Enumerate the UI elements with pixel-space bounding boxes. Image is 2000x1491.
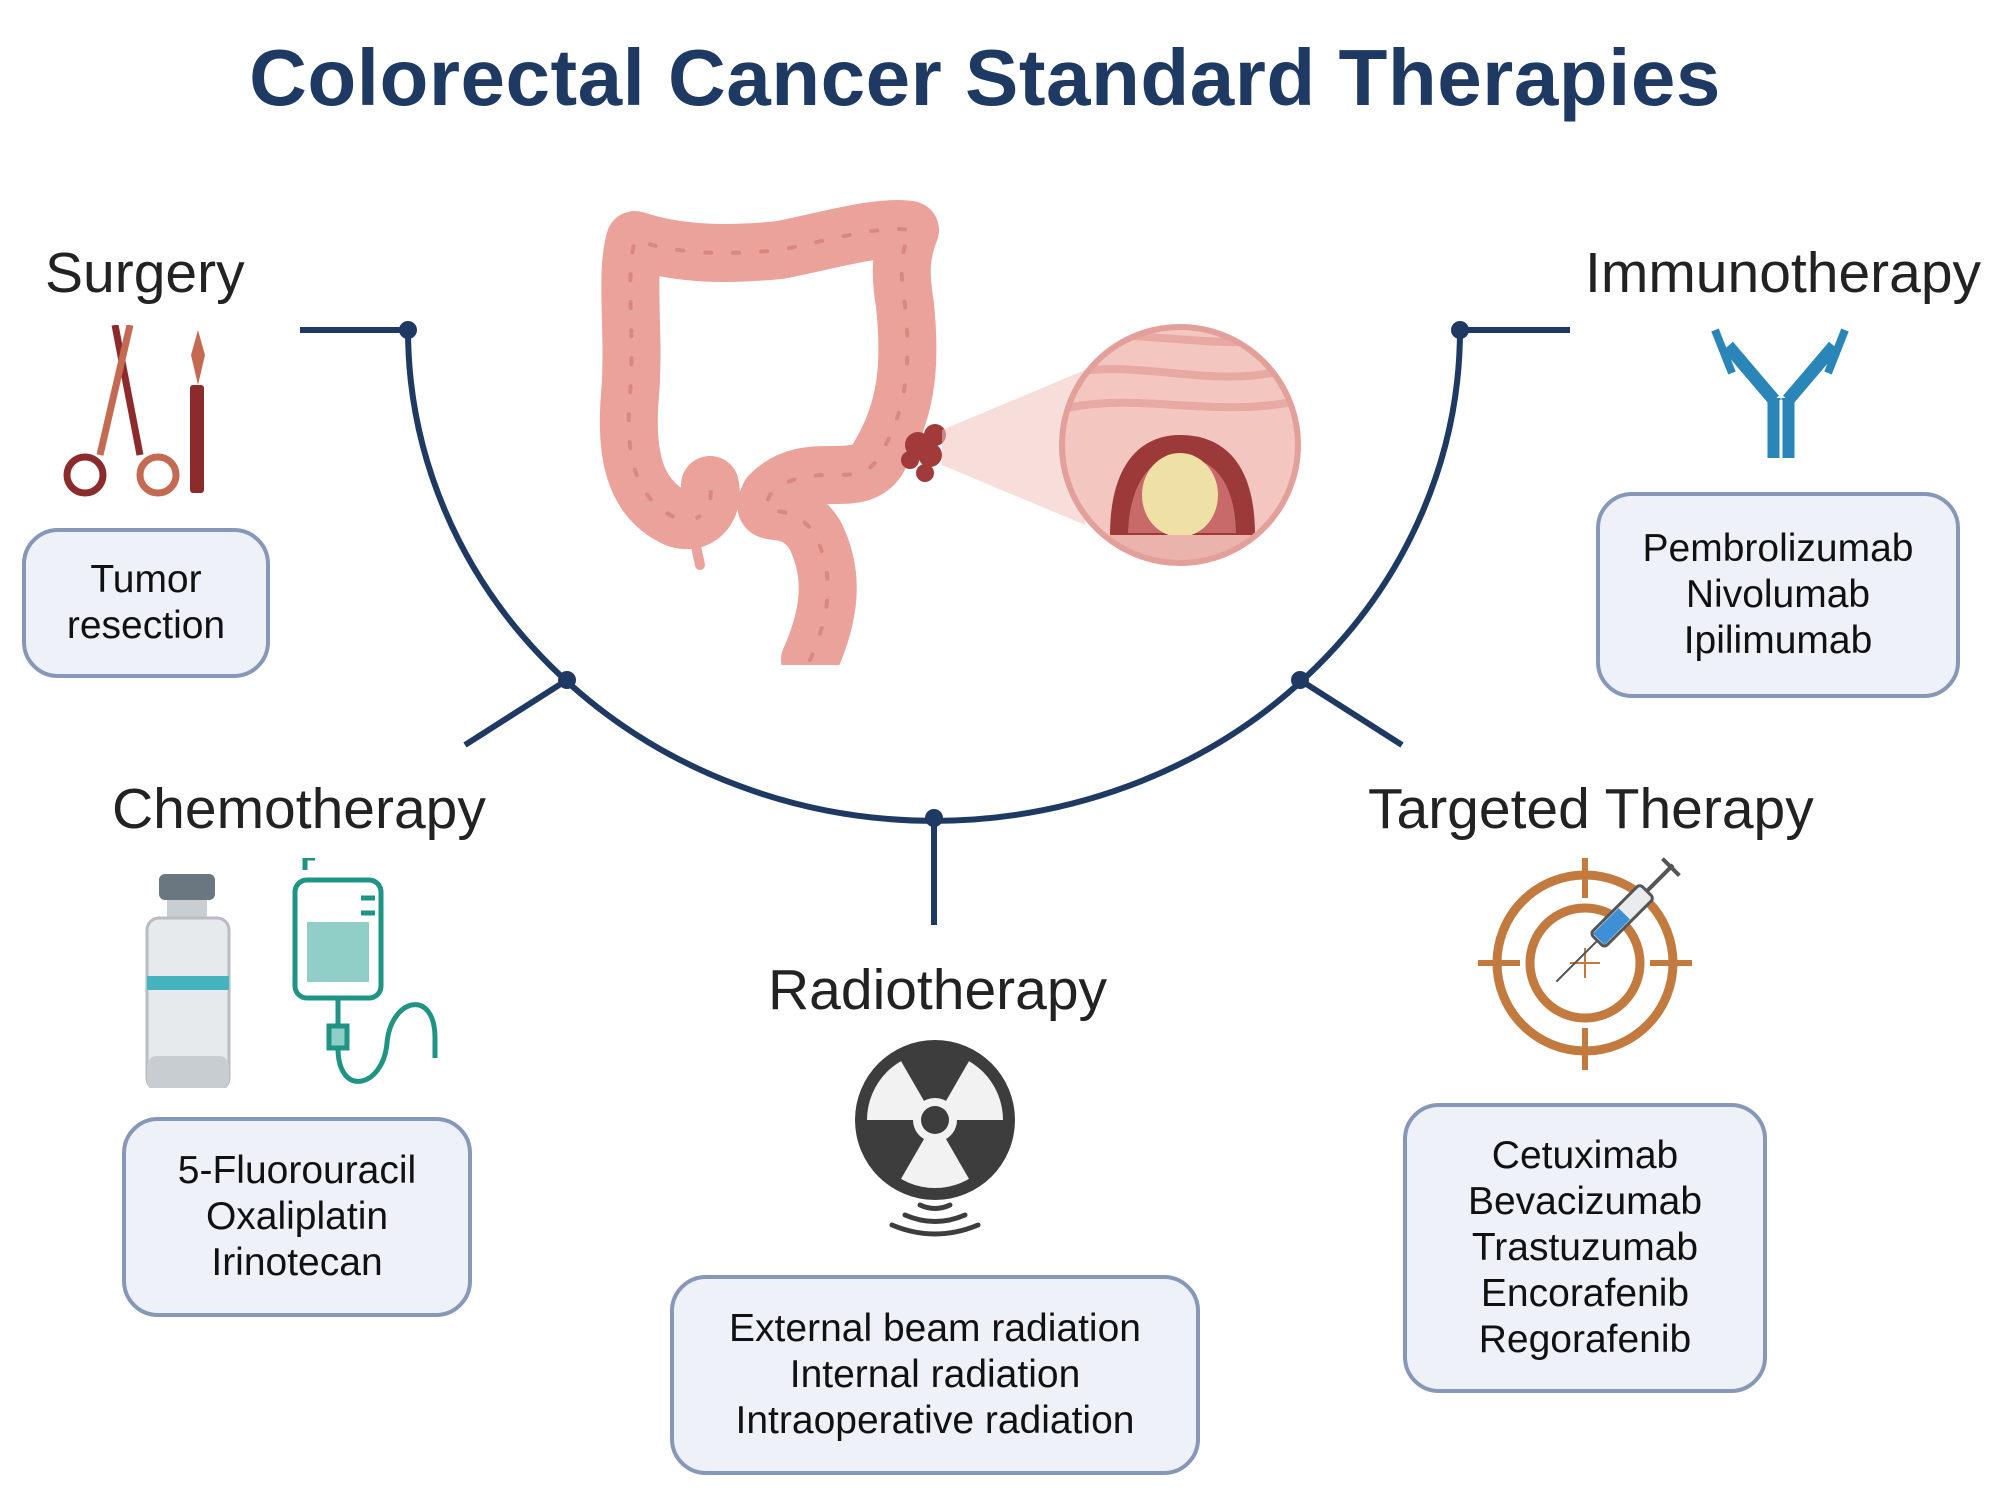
chemotherapy-item: 5-Fluorouracil <box>177 1149 417 1192</box>
colon-icon <box>599 200 939 665</box>
immunotherapy-item: Pembrolizumab <box>1642 527 1914 570</box>
radiotherapy-box: External beam radiation Internal radiati… <box>670 1275 1200 1475</box>
immunotherapy-heading: Immunotherapy <box>1585 241 1982 305</box>
vial-iv-bag-icon <box>145 858 438 1088</box>
tumor-icon <box>901 424 946 482</box>
syringe-icon <box>1555 857 1681 983</box>
radiotherapy-item: Intraoperative radiation <box>735 1399 1135 1442</box>
chemotherapy-box: 5-Fluorouracil Oxaliplatin Irinotecan <box>122 1117 472 1317</box>
surgery-heading: Surgery <box>45 241 245 305</box>
chemotherapy-item: Oxaliplatin <box>205 1195 389 1238</box>
target-syringe-icon <box>1478 857 1692 1070</box>
surgery-box: Tumor resection <box>22 528 270 678</box>
targeted-item: Encorafenib <box>1480 1272 1690 1315</box>
radiotherapy-item: Internal radiation <box>789 1353 1081 1396</box>
colon-tumor-illustration <box>599 200 1301 665</box>
radiotherapy-heading: Radiotherapy <box>768 958 1108 1022</box>
targeted-item: Bevacizumab <box>1467 1180 1703 1223</box>
targeted-node <box>1291 671 1309 689</box>
scissors-scalpel-icon <box>63 325 205 497</box>
chemotherapy-item: Irinotecan <box>211 1241 383 1284</box>
chemotherapy-heading: Chemotherapy <box>112 777 486 841</box>
iv-bag-icon <box>292 858 438 1084</box>
targeted-heading: Targeted Therapy <box>1368 777 1814 841</box>
radiation-icon <box>855 1040 1015 1237</box>
chemotherapy-node <box>558 671 576 689</box>
vial-icon <box>145 874 231 1088</box>
magnified-tumor-icon <box>1062 327 1298 563</box>
immunotherapy-item: Nivolumab <box>1685 573 1871 616</box>
targeted-item: Regorafenib <box>1478 1318 1692 1361</box>
immunotherapy-node <box>1451 321 1469 339</box>
targeted-item: Cetuximab <box>1491 1134 1679 1177</box>
page-title: Colorectal Cancer Standard Therapies <box>249 33 1721 122</box>
immunotherapy-item: Ipilimumab <box>1683 619 1873 662</box>
surgery-node <box>399 321 417 339</box>
targeted-box: Cetuximab Bevacizumab Trastuzumab Encora… <box>1403 1103 1767 1393</box>
radiotherapy-node <box>925 809 943 827</box>
antibody-icon <box>1711 328 1849 458</box>
immunotherapy-box: Pembrolizumab Nivolumab Ipilimumab <box>1596 492 1960 698</box>
targeted-branch <box>1298 677 1404 748</box>
radiotherapy-item: External beam radiation <box>729 1307 1141 1350</box>
targeted-item: Trastuzumab <box>1471 1226 1699 1269</box>
chemotherapy-branch <box>463 677 569 748</box>
surgery-item: Tumor <box>90 558 202 601</box>
surgery-item: resection <box>66 604 226 647</box>
